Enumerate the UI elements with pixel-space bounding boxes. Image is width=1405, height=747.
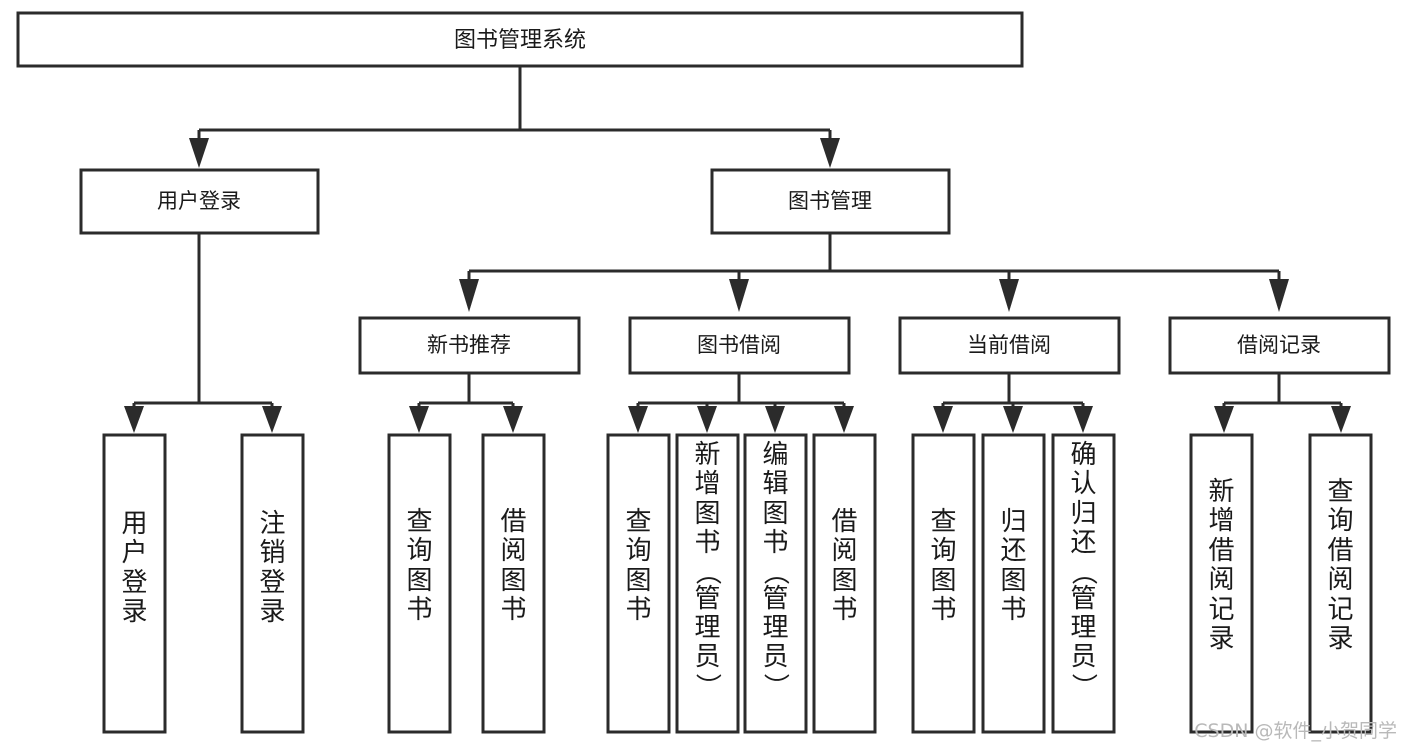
connectors bbox=[124, 66, 1351, 433]
arrow-head-leaf-borrow-book-1 bbox=[503, 406, 523, 433]
node-leaf-return-book-box[interactable] bbox=[981, 433, 1046, 734]
arrow-head-leaf-user-login bbox=[124, 406, 144, 433]
arrow-head-leaf-query-book-1 bbox=[409, 406, 429, 433]
node-leaf-query-book-2-box[interactable] bbox=[606, 433, 671, 734]
arrow-head-leaf-confirm-return bbox=[1073, 406, 1093, 433]
node-current-borrow-label: 当前借阅 bbox=[967, 333, 1051, 357]
arrow-head-leaf-add-record bbox=[1214, 406, 1234, 433]
node-leaf-query-book-3-box[interactable] bbox=[911, 433, 976, 734]
node-leaf-borrow-book-2-box[interactable] bbox=[812, 433, 877, 734]
arrow-head-current-borrow bbox=[999, 279, 1019, 312]
node-leaf-add-book-box[interactable] bbox=[675, 433, 740, 734]
node-book-borrow-box[interactable] bbox=[628, 316, 851, 375]
node-leaf-logout-box[interactable] bbox=[240, 433, 305, 734]
arrow-head-leaf-logout bbox=[262, 406, 282, 433]
arrow-head-leaf-query-record bbox=[1331, 406, 1351, 433]
arrow-head-new-book-recommend bbox=[459, 279, 479, 312]
node-leaf-query-record-box[interactable] bbox=[1308, 433, 1373, 734]
arrow-head-book-borrow bbox=[729, 279, 749, 312]
node-leaf-add-record-box[interactable] bbox=[1189, 433, 1254, 734]
node-root-box[interactable] bbox=[16, 11, 1024, 68]
arrow-head-borrow-record bbox=[1269, 279, 1289, 312]
node-user-login-label: 用户登录 bbox=[157, 189, 241, 213]
node-new-book-recommend-label: 新书推荐 bbox=[427, 333, 511, 357]
arrow-head-book-manage bbox=[820, 138, 840, 168]
node-leaf-query-book-1-box[interactable] bbox=[387, 433, 452, 734]
node-leaf-confirm-return-box[interactable] bbox=[1051, 433, 1116, 734]
node-root-label: 图书管理系统 bbox=[454, 28, 586, 53]
node-user-login-box[interactable] bbox=[79, 168, 320, 235]
node-borrow-record-label: 借阅记录 bbox=[1237, 333, 1321, 357]
arrow-head-leaf-add-book bbox=[697, 406, 717, 433]
arrow-head-user-login bbox=[189, 138, 209, 168]
node-borrow-record-box[interactable] bbox=[1168, 316, 1391, 375]
arrow-head-leaf-query-book-2 bbox=[628, 406, 648, 433]
node-leaf-borrow-book-1-box[interactable] bbox=[481, 433, 546, 734]
csdn-watermark: CSDN @软件_小贺同学 bbox=[1194, 720, 1397, 742]
arrow-head-leaf-borrow-book-2 bbox=[834, 406, 854, 433]
nodes: 图书管理系统 用户登录 图书管理 新书推荐 图书借阅 当前借阅 借阅记录 bbox=[16, 11, 1391, 734]
node-book-manage-box[interactable] bbox=[710, 168, 951, 235]
arrow-head-leaf-query-book-3 bbox=[933, 406, 953, 433]
node-book-manage-label: 图书管理 bbox=[788, 189, 872, 213]
arrow-head-leaf-edit-book bbox=[765, 406, 785, 433]
node-current-borrow-box[interactable] bbox=[898, 316, 1121, 375]
node-leaf-user-login-box[interactable] bbox=[102, 433, 167, 734]
arrow-head-leaf-return-book bbox=[1003, 406, 1023, 433]
node-book-borrow-label: 图书借阅 bbox=[697, 333, 781, 357]
node-leaf-edit-book-box[interactable] bbox=[743, 433, 808, 734]
node-new-book-recommend-box[interactable] bbox=[358, 316, 581, 375]
